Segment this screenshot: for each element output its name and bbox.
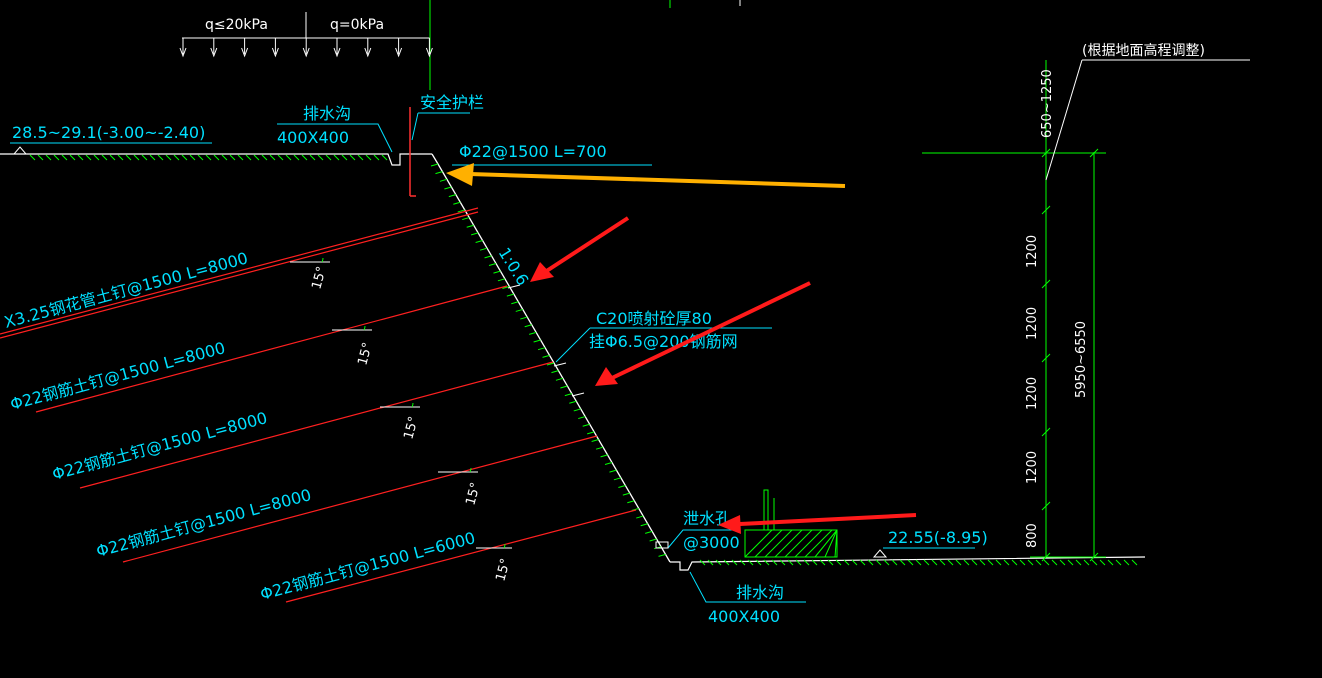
soil-nail-line-4 — [79, 361, 554, 489]
orange-arrow — [446, 163, 846, 188]
weep-hole-name: 泄水孔 — [683, 509, 731, 528]
soil-nail-line-3 — [35, 285, 508, 413]
adjust-note: (根据地面高程调整) — [1082, 42, 1205, 59]
nail-2-angle: 15° — [355, 341, 375, 367]
shotcrete-line2: 挂Φ6.5@200钢筋网 — [589, 332, 738, 351]
dim-top: 650~1250 — [1040, 69, 1055, 138]
load-right-label: q=0kPa — [330, 17, 384, 33]
shotcrete-line1: C20喷射砼厚80 — [596, 309, 712, 328]
dim-seg-5: 800 — [1025, 523, 1040, 548]
weep-hole-spacing: @3000 — [683, 533, 740, 552]
top-nail-label: Φ22@1500 L=700 — [459, 142, 607, 161]
nail-label-5: Φ22钢筋土钉@1500 L=6000 15° — [258, 528, 514, 604]
soil-nail-line-2 — [0, 207, 479, 335]
dim-seg-1: 1200 — [1025, 235, 1040, 268]
dimension-chain — [922, 60, 1106, 562]
nail-4-label: Φ22钢筋土钉@1500 L=8000 — [94, 485, 313, 561]
soil-nail-line-1 — [0, 211, 479, 339]
bottom-ditch-size: 400X400 — [708, 607, 780, 626]
nail-5-label: Φ22钢筋土钉@1500 L=6000 — [258, 528, 477, 604]
nail-1-label: X3.25钢花管土钉@1500 L=8000 — [2, 248, 250, 331]
bottom-ditch-name: 排水沟 — [736, 583, 784, 602]
guardrail-label: 安全护栏 — [420, 93, 484, 112]
top-ground-hatch — [29, 154, 388, 161]
surcharge-load — [179, 0, 433, 90]
nail-2-label: Φ22钢筋土钉@1500 L=8000 — [8, 338, 227, 414]
dim-total: 5950~6550 — [1074, 321, 1089, 398]
top-ground-elevation: 28.5~29.1(-3.00~-2.40) — [12, 123, 205, 142]
dim-seg-4: 1200 — [1025, 451, 1040, 484]
soil-nail-line-5 — [122, 435, 598, 563]
drain-bed — [744, 489, 838, 558]
red-arrow-1 — [530, 216, 630, 282]
slope-ratio-label: 1:0.6 — [495, 244, 533, 289]
annotation-arrows — [446, 163, 917, 534]
bottom-ground-line — [670, 556, 1146, 571]
top-ditch-name: 排水沟 — [303, 104, 351, 123]
nail-label-2: Φ22钢筋土钉@1500 L=8000 15° — [8, 338, 376, 414]
red-arrow-3 — [718, 513, 917, 534]
top-ditch-size: 400X400 — [277, 128, 349, 147]
slope-face — [430, 153, 671, 563]
dim-seg-2: 1200 — [1025, 307, 1040, 340]
nail-5-angle: 15° — [493, 557, 513, 583]
soil-nail-line-6 — [285, 509, 637, 603]
red-arrow-2 — [595, 281, 811, 386]
nail-3-angle: 15° — [401, 415, 421, 441]
dim-seg-3: 1200 — [1025, 377, 1040, 410]
load-left-label: q≤20kPa — [205, 17, 268, 33]
nail-1-angle: 15° — [309, 265, 329, 291]
bottom-ground-hatch — [699, 559, 1138, 566]
nail-4-angle: 15° — [463, 481, 483, 507]
bottom-elevation: 22.55(-8.95) — [888, 528, 988, 547]
soil-nails — [0, 207, 637, 603]
